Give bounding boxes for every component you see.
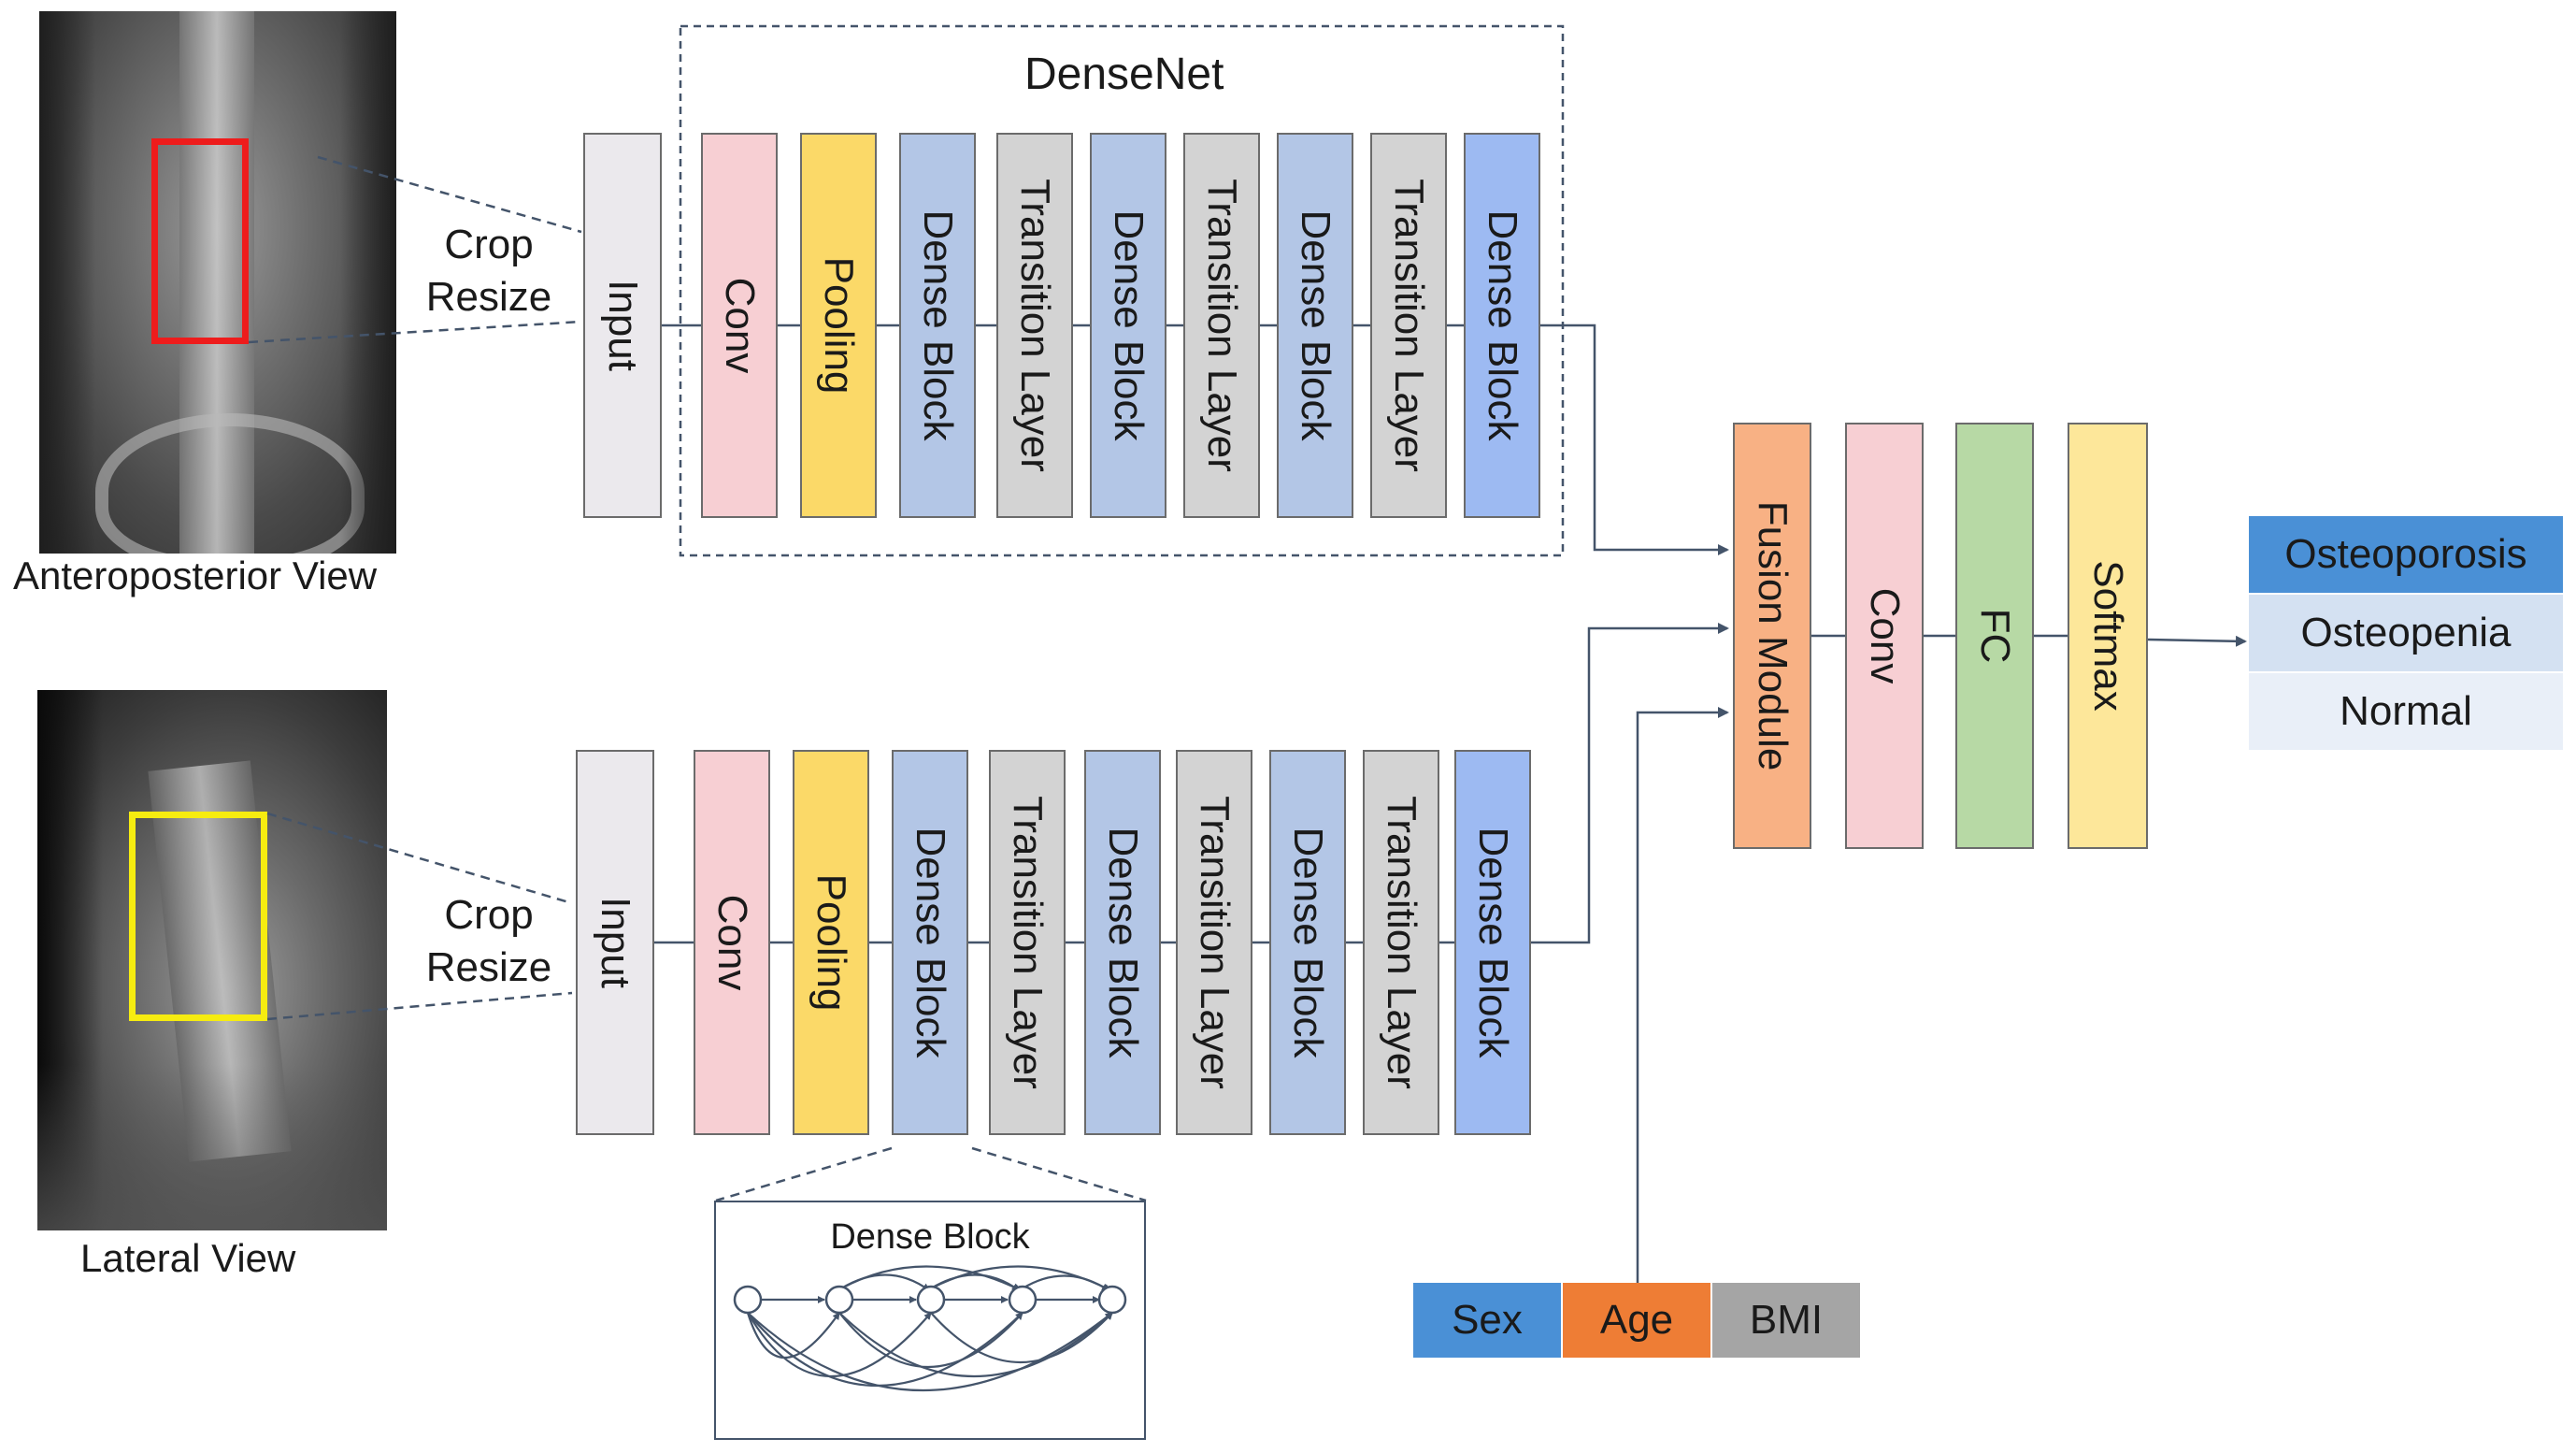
bottom-transition-layer-3: Transition Layer (1363, 750, 1439, 1135)
bottom-crop-resize-label: Crop Resize (421, 889, 557, 994)
top-transition-layer-2: Transition Layer (1183, 133, 1260, 518)
fc-label: FC (1972, 608, 2018, 664)
crop-label: Crop (444, 892, 534, 938)
softmax-label: Softmax (2085, 560, 2131, 712)
layer-label: Dense Block (915, 209, 961, 441)
lateral-xray-image (37, 690, 387, 1230)
fc-block: FC (1955, 423, 2034, 849)
lateral-view-caption: Lateral View (80, 1236, 296, 1280)
top-transition-layer-3: Transition Layer (1370, 133, 1447, 518)
layer-label: Transition Layer (1386, 179, 1432, 472)
top-dense-block-2: Dense Block (1090, 133, 1166, 518)
output-normal: Normal (2249, 673, 2563, 750)
crop-label: Crop (444, 222, 534, 267)
bottom-dense-block-2: Dense Block (1084, 750, 1161, 1135)
bottom-pooling-block: Pooling (793, 750, 869, 1135)
top-crop-resize-label: Crop Resize (421, 219, 557, 324)
bottom-dense-block-3: Dense Block (1269, 750, 1346, 1135)
bottom-dense-block-1: Dense Block (892, 750, 968, 1135)
sex-feature: Sex (1413, 1283, 1561, 1358)
layer-label: Dense Block (1106, 209, 1152, 441)
top-transition-layer-1: Transition Layer (996, 133, 1073, 518)
bottom-input-block: Input (576, 750, 654, 1135)
resize-label: Resize (425, 274, 552, 320)
bottom-dense-block-4: Dense Block (1454, 750, 1531, 1135)
resize-label: Resize (425, 944, 552, 990)
layer-label: Dense Block (1293, 209, 1338, 441)
layer-label: Pooling (809, 873, 854, 1012)
layer-label: Transition Layer (1379, 796, 1424, 1089)
layer-label: Conv (717, 277, 763, 374)
input-label: Input (593, 897, 638, 988)
anteroposterior-view-caption: Anteroposterior View (13, 554, 378, 597)
bottom-transition-layer-2: Transition Layer (1176, 750, 1252, 1135)
top-dense-block-3: Dense Block (1277, 133, 1353, 518)
softmax-block: Softmax (2068, 423, 2148, 849)
input-label: Input (600, 280, 646, 371)
layer-label: Dense Block (1100, 827, 1146, 1058)
anteroposterior-roi-box (151, 138, 249, 344)
conv-label: Conv (1862, 587, 1908, 684)
output-osteopenia: Osteopenia (2249, 595, 2563, 671)
output-osteoporosis: Osteoporosis (2249, 516, 2563, 593)
lateral-roi-box (129, 812, 267, 1021)
layer-label: Transition Layer (1005, 796, 1051, 1089)
age-feature: Age (1563, 1283, 1710, 1358)
layer-label: Transition Layer (1192, 796, 1238, 1089)
layer-label: Dense Block (908, 827, 953, 1058)
bmi-feature: BMI (1712, 1283, 1860, 1358)
layer-label: Transition Layer (1199, 179, 1245, 472)
fusion-conv-block: Conv (1845, 423, 1924, 849)
layer-label: Dense Block (1285, 827, 1331, 1058)
dense-block-detail-title: Dense Block (830, 1217, 1030, 1257)
layer-label: Dense Block (1470, 827, 1516, 1058)
densenet-title: DenseNet (1024, 50, 1224, 99)
layer-label: Dense Block (1480, 209, 1525, 441)
fusion-module-label: Fusion Module (1750, 500, 1796, 771)
top-pooling-block: Pooling (800, 133, 877, 518)
top-dense-block-4: Dense Block (1464, 133, 1540, 518)
top-dense-block-1: Dense Block (899, 133, 976, 518)
anteroposterior-xray-image (39, 11, 396, 554)
layer-label: Pooling (816, 256, 862, 395)
layer-label: Transition Layer (1012, 179, 1058, 472)
bottom-conv-block: Conv (694, 750, 770, 1135)
top-input-block: Input (583, 133, 662, 518)
top-conv-block: Conv (701, 133, 778, 518)
fusion-module-block: Fusion Module (1733, 423, 1811, 849)
layer-label: Conv (709, 894, 755, 991)
bottom-transition-layer-1: Transition Layer (989, 750, 1066, 1135)
